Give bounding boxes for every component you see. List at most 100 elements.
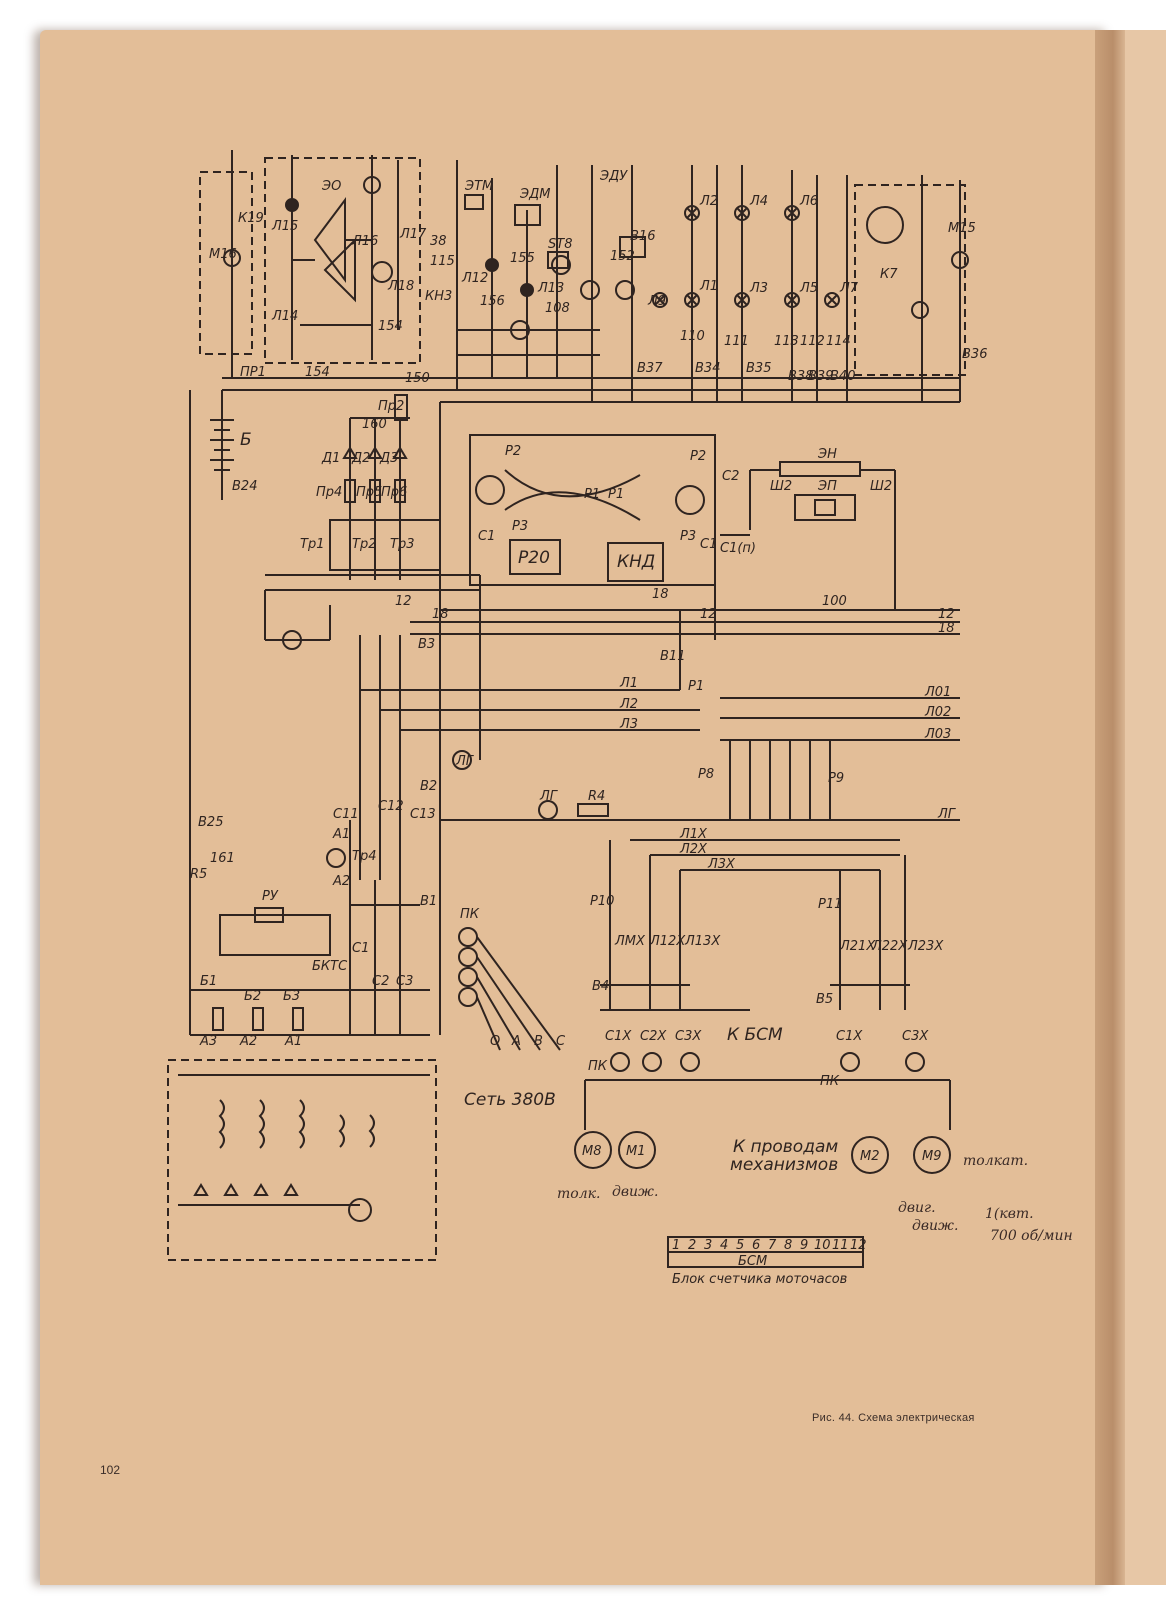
- label-a2: А2: [332, 874, 350, 889]
- bsm-terminal: 1: [672, 1238, 680, 1253]
- label-l3x: Л3Х: [707, 857, 736, 872]
- label-pk2: ПК: [588, 1059, 608, 1074]
- page-number: 102: [100, 1463, 121, 1477]
- note-tolkat: толкат.: [963, 1153, 1028, 1169]
- label-l2: Л2: [699, 194, 718, 209]
- label-l21x: Л21Х: [839, 939, 876, 954]
- label-lm3x: Л13Х: [684, 934, 721, 949]
- label-l1x: Л1Х: [679, 827, 708, 842]
- label-lg: ЛГ: [455, 754, 475, 769]
- bsm-terminal: 12: [850, 1238, 867, 1253]
- label-to-wires: К проводам: [733, 1137, 838, 1157]
- label-lg2: ЛГ: [539, 789, 559, 804]
- label-c1x2: С1Х: [836, 1029, 863, 1044]
- label-knd: КНД: [617, 552, 655, 572]
- note-dvig2: движ.: [912, 1218, 958, 1234]
- label-l03: Л03: [924, 727, 951, 742]
- label-c: С: [556, 1034, 566, 1049]
- label-c3c: С3: [396, 974, 413, 989]
- label-112: 112: [800, 334, 825, 349]
- label-18c: 18: [938, 621, 955, 636]
- note-rpm: 700 об/мин: [990, 1228, 1073, 1244]
- label-edm: ЭДМ: [519, 187, 550, 202]
- label-100: 100: [822, 594, 847, 609]
- label-pr2: Пр2: [378, 399, 404, 414]
- label-m9: М9: [922, 1149, 942, 1164]
- label-kn3: КН3: [425, 289, 452, 304]
- label-pk: ПК: [460, 907, 480, 922]
- label-b3: Б3: [283, 989, 300, 1004]
- note-dvizh: движ.: [612, 1184, 658, 1200]
- label-v11: В11: [660, 649, 685, 664]
- label-ru: РУ: [262, 889, 279, 904]
- label-c11: С11: [333, 807, 359, 822]
- label-l2w: Л2: [619, 697, 638, 712]
- label-r4: R4: [588, 789, 605, 804]
- label-tr2: Тр2: [352, 537, 376, 552]
- label-l2x: Л2Х: [679, 842, 708, 857]
- label-r3b: Р3: [680, 529, 696, 544]
- label-pr4: Пр4: [316, 485, 342, 500]
- label-d2: Д2: [351, 451, 370, 466]
- label-161: 161: [210, 851, 235, 866]
- label-edu: ЭДУ: [599, 169, 628, 184]
- label-v40: В40: [830, 369, 855, 384]
- label-l6: Л6: [799, 194, 818, 209]
- label-d1: Д1: [321, 451, 340, 466]
- label-110: 110: [680, 329, 705, 344]
- label-etm: ЭТМ: [464, 179, 493, 194]
- label-l5: Л5: [799, 281, 818, 296]
- label-c1p: С1(п): [720, 541, 756, 556]
- label-l1w: Л1: [619, 676, 638, 691]
- bsm-terminal: 8: [784, 1238, 792, 1253]
- indicator-lamps: [223, 176, 969, 340]
- label-p10: Р10: [590, 894, 614, 909]
- label-bsm: БСМ: [738, 1254, 767, 1269]
- label-l01: Л01: [924, 685, 951, 700]
- label-l15: Л15: [271, 219, 298, 234]
- label-c2: С2: [722, 469, 739, 484]
- figure-caption: Рис. 44. Схема электрическая: [812, 1412, 975, 1424]
- label-p8: Р8: [698, 767, 714, 782]
- middle-wiring: [167, 390, 960, 1268]
- book-page: [40, 30, 1110, 1585]
- label-l18: Л18: [387, 279, 414, 294]
- note-power: 1(квт.: [985, 1206, 1034, 1222]
- label-r20: Р20: [518, 548, 550, 568]
- bsm-terminal: 10: [814, 1238, 831, 1253]
- label-b: В: [534, 1034, 543, 1049]
- label-154b: 154: [378, 319, 403, 334]
- label-pr1: ПР1: [240, 365, 266, 380]
- bsm-terminal: 11: [832, 1238, 849, 1253]
- label-108: 108: [545, 301, 570, 316]
- label-v2: В2: [420, 779, 437, 794]
- label-d3: Д3: [379, 451, 398, 466]
- label-b2: Б2: [244, 989, 261, 1004]
- label-12b: 12: [700, 607, 717, 622]
- label-st8: ST8: [548, 237, 572, 252]
- label-c1b: С1: [700, 537, 717, 552]
- bsm-terminals: 1 2 3 4 5 6 7 8 9 10 11 12: [672, 1238, 867, 1253]
- label-pk3: ПК: [820, 1074, 840, 1089]
- label-156: 156: [480, 294, 505, 309]
- label-c3x2: С3Х: [902, 1029, 929, 1044]
- label-12: 12: [395, 594, 412, 609]
- label-o: О: [490, 1034, 500, 1049]
- bsm-terminal: 9: [800, 1238, 808, 1253]
- label-c13: С13: [410, 807, 436, 822]
- label-l4: Л4: [749, 194, 768, 209]
- label-18: 18: [432, 607, 449, 622]
- label-115: 115: [430, 254, 455, 269]
- book-spine: [1095, 30, 1125, 1585]
- label-l16: Л16: [351, 234, 378, 249]
- label-v36: В36: [962, 347, 987, 362]
- label-r3: Р3: [512, 519, 528, 534]
- label-113: 113: [774, 334, 799, 349]
- label-l14: Л14: [271, 309, 298, 324]
- label-a: А: [511, 1034, 521, 1049]
- label-m8: М8: [582, 1144, 602, 1159]
- label-l12: Л12: [461, 271, 488, 286]
- label-v35: В35: [746, 361, 771, 376]
- label-v5: В5: [816, 992, 833, 1007]
